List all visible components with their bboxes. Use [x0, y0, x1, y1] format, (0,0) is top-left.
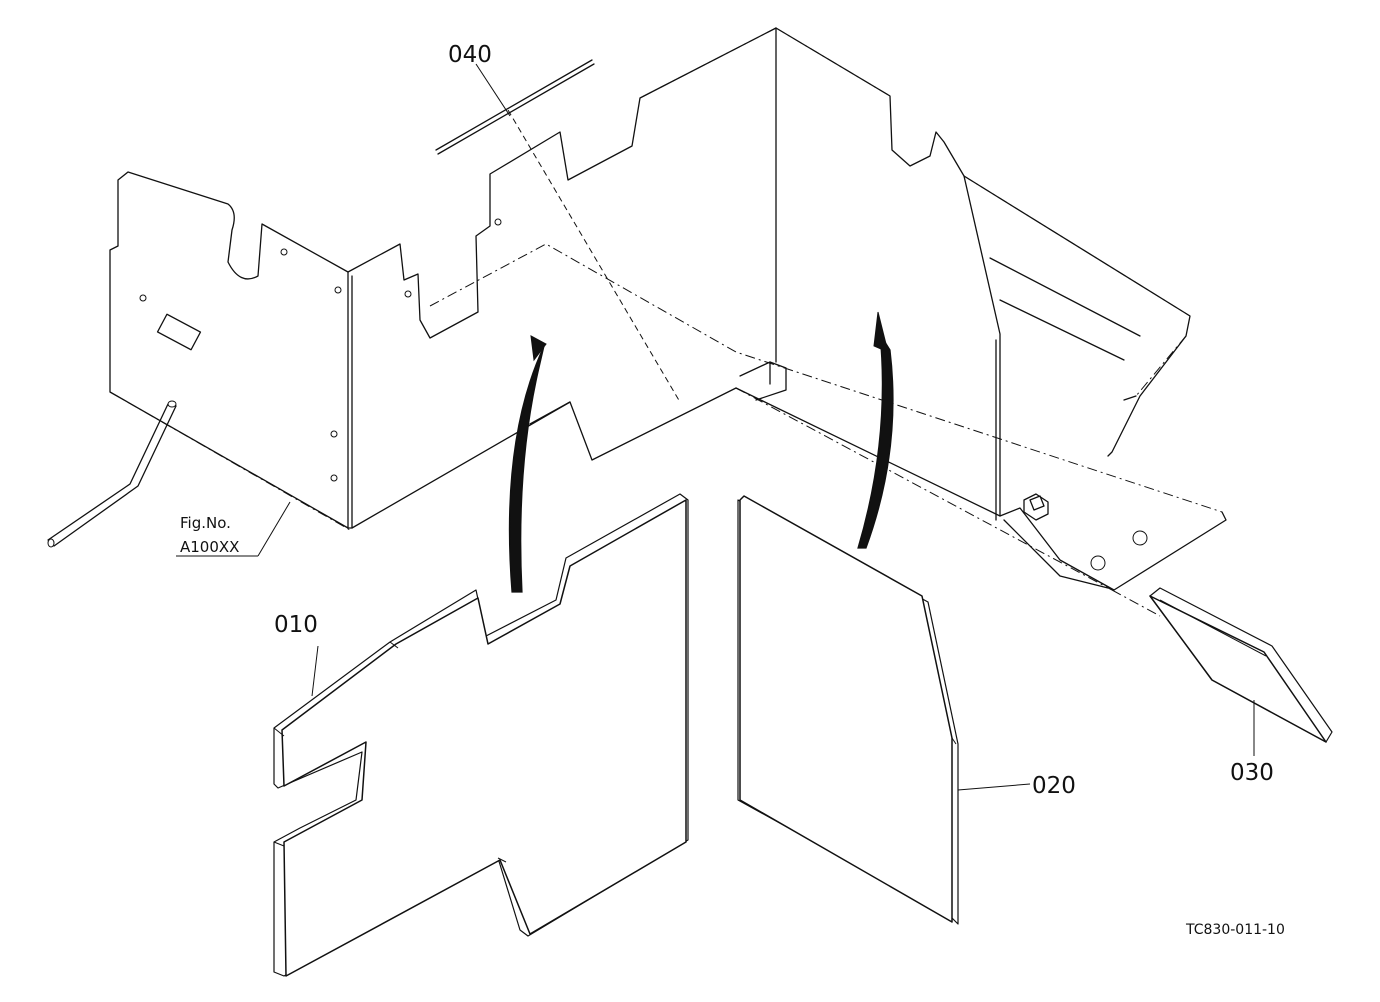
assembly-arrow-right — [857, 311, 894, 549]
frame-housing — [109, 27, 1227, 617]
part-020-panel: 020 — [737, 495, 1076, 925]
part-010-panel: 010 — [273, 493, 689, 977]
part-030-label: 030 — [1230, 760, 1274, 786]
part-040-label: 040 — [448, 42, 492, 68]
part-010-label: 010 — [274, 612, 318, 638]
figure-ref-line1: Fig.No. — [180, 514, 231, 532]
part-020-label: 020 — [1032, 773, 1076, 799]
pin-rod — [47, 400, 177, 548]
assembly-arrow-left — [508, 335, 547, 593]
drawing-code: TC830-011-10 — [1185, 922, 1285, 938]
figure-ref-line2: A100XX — [180, 538, 239, 556]
part-030-pad: 030 — [1149, 587, 1333, 786]
part-040-rod: 040 — [435, 42, 595, 155]
figure-reference: Fig.No. A100XX — [176, 501, 291, 557]
